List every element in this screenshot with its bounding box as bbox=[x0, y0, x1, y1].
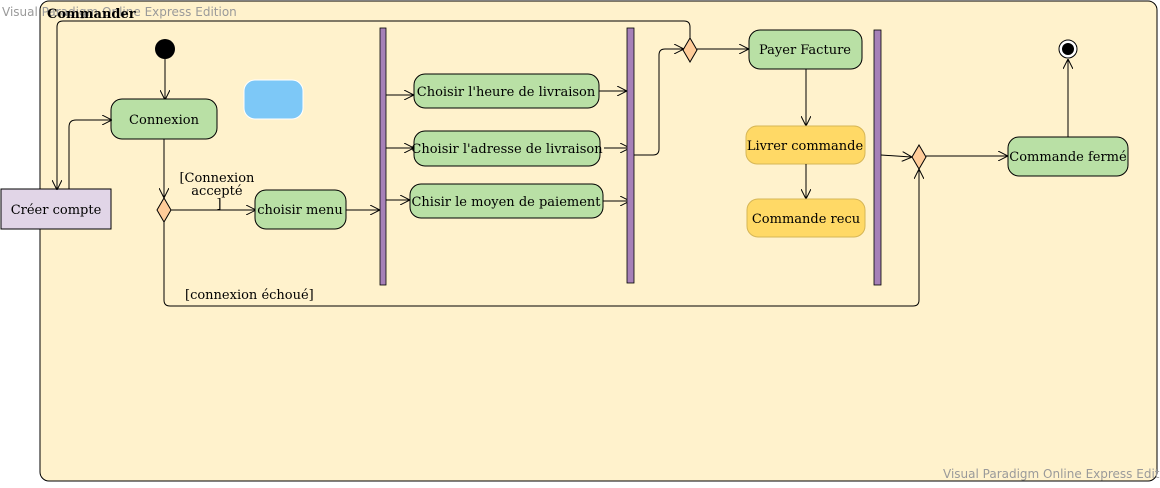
join-bar-2 bbox=[626, 27, 635, 284]
creer-compte-label: Créer compte bbox=[11, 203, 102, 218]
watermark-bottom: Visual Paradigm Online Express Edition bbox=[943, 467, 1160, 481]
action-commande-ferme-label: Commande fermé bbox=[1009, 150, 1127, 165]
partition-commander bbox=[39, 0, 1158, 482]
watermark-top: Visual Paradigm Online Express Edition bbox=[2, 5, 237, 19]
final-node-dot bbox=[1062, 43, 1074, 55]
action-connexion-label: Connexion bbox=[129, 113, 200, 128]
action-adresse-label: Choisir l'adresse de livraison bbox=[411, 142, 603, 157]
action-heure-label: Choisir l'heure de livraison bbox=[417, 85, 596, 100]
creer-compte-box bbox=[0, 188, 112, 230]
initial-node bbox=[155, 39, 175, 59]
action-paiement-label: Chisir le moyen de paiement bbox=[411, 195, 601, 210]
edge-compte-to-connexion bbox=[68, 120, 111, 189]
guard-echoue: [connexion échoué] bbox=[185, 288, 314, 303]
blue-shape bbox=[243, 79, 304, 120]
action-payer-facture-label: Payer Facture bbox=[759, 43, 851, 58]
action-adresse bbox=[413, 130, 601, 167]
partition-title: Commander bbox=[47, 7, 136, 22]
edge-connexion-echoue bbox=[163, 170, 919, 307]
fork-bar-1 bbox=[379, 27, 387, 286]
guard-accepte: [Connexion accepté ] bbox=[179, 171, 258, 212]
decision-final bbox=[911, 144, 927, 170]
action-commande-recu bbox=[746, 198, 866, 238]
edge-join3-decision bbox=[880, 155, 911, 157]
edge-decision-to-compte bbox=[57, 20, 691, 189]
action-commande-recu-label: Commande recu bbox=[752, 212, 860, 227]
action-choisir-menu-label: choisir menu bbox=[257, 203, 343, 218]
action-livrer-commande-label: Livrer commande bbox=[747, 139, 864, 154]
edge-join-decision bbox=[634, 49, 683, 156]
decision-paiement bbox=[682, 37, 698, 63]
join-bar-3 bbox=[873, 29, 882, 286]
